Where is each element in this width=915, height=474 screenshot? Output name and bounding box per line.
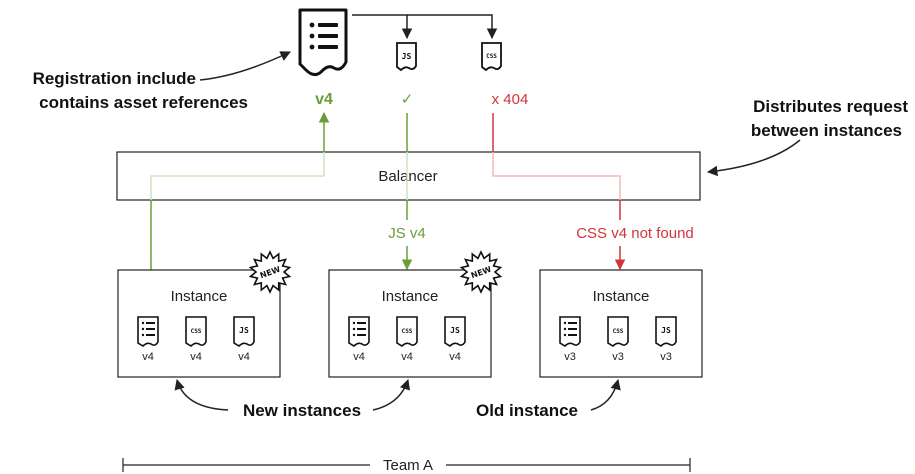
js-flow-label: JS v4 (388, 225, 426, 242)
new-instances-label: New instances (243, 401, 361, 420)
css-file-icon: CSS (185, 316, 207, 348)
js-file-icon: JS (444, 316, 466, 348)
registration-version-label: v4 (315, 91, 333, 108)
registration-callout-arrow (199, 51, 291, 81)
document-icon (137, 316, 159, 348)
new-badge-icon: NEW (459, 250, 503, 294)
js-status-check: ✓ (401, 91, 414, 108)
distributes-callout-arrow (706, 139, 801, 177)
svg-text:CSS: CSS (486, 53, 497, 60)
css-file-icon: CSS (396, 316, 418, 348)
asset-icon-text: CSS (613, 328, 624, 335)
registration-document-icon (298, 8, 348, 77)
distributes-callout-line2: between instances (751, 121, 902, 140)
asset-version: v4 (449, 351, 461, 363)
js-file-icon-top: JS (396, 42, 417, 72)
asset-icon-text: JS (450, 326, 460, 335)
css-file-icon-top: CSS (481, 42, 502, 72)
asset-version: v4 (238, 351, 250, 363)
asset-version: v3 (660, 351, 672, 363)
team-label: Team A (383, 457, 433, 474)
document-icon (559, 316, 581, 348)
doc-to-js-arrow (352, 14, 413, 40)
team-bracket (122, 458, 691, 472)
asset-version: v4 (401, 351, 413, 363)
js-file-icon: JS (655, 316, 677, 348)
new-badge-icon: NEW (248, 250, 292, 294)
asset-version: v4 (190, 351, 202, 363)
asset-version: v4 (353, 351, 365, 363)
instances-group: Instance NEW v4 CSS v4 JS v4 Instance NEW v4 CSS v4… (117, 250, 703, 378)
css-status-404: x 404 (492, 91, 529, 108)
new-instances-arrow-right (372, 379, 410, 411)
asset-icon-text: CSS (191, 328, 202, 335)
old-instance-arrow (590, 378, 621, 411)
instance-title: Instance (382, 288, 439, 305)
asset-icon-text: JS (239, 326, 249, 335)
instance-2: Instance NEW v4 CSS v4 JS v4 (328, 250, 503, 378)
new-instances-arrow-left (174, 378, 229, 411)
balancer-label: Balancer (378, 168, 437, 185)
css-flow-label: CSS v4 not found (576, 225, 694, 242)
old-instance-label: Old instance (476, 401, 578, 420)
css-file-icon: CSS (607, 316, 629, 348)
asset-version: v4 (142, 351, 154, 363)
registration-callout-line2: contains asset references (39, 93, 248, 112)
js-file-icon: JS (233, 316, 255, 348)
registration-callout-line1: Registration include (33, 69, 196, 88)
asset-icon-text: CSS (402, 328, 413, 335)
asset-version: v3 (612, 351, 624, 363)
balancer-internal-green (150, 175, 324, 200)
doc-to-css-arrow (407, 14, 498, 40)
instance-1: Instance NEW v4 CSS v4 JS v4 (117, 250, 292, 378)
balancer-internal-red (492, 152, 621, 200)
instance-3: Instance v3 CSS v3 JS v3 (539, 269, 703, 378)
asset-icon-text: JS (661, 326, 671, 335)
asset-version: v3 (564, 351, 576, 363)
svg-text:JS: JS (402, 52, 412, 61)
document-icon (348, 316, 370, 348)
instance-title: Instance (593, 288, 650, 305)
distributes-callout-line1: Distributes request (753, 97, 908, 116)
instance-title: Instance (171, 288, 228, 305)
